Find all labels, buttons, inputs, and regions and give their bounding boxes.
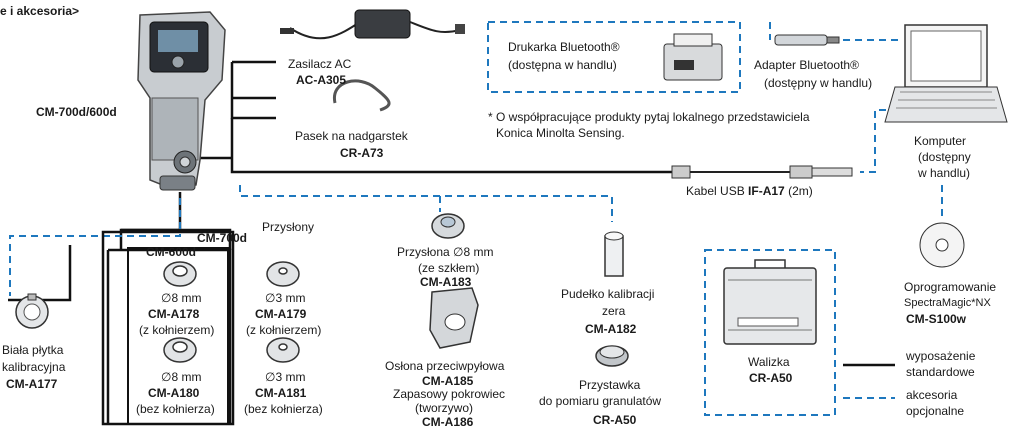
cm600d-group-label: CM-600d: [146, 245, 197, 259]
aperture-1-size: ∅8 mm: [161, 291, 202, 305]
legend-standard-line-1: wyposażenie: [906, 349, 976, 363]
glass-aperture-note: (ze szkłem): [418, 261, 480, 275]
glass-aperture-name: Przysłona ∅8 mm: [397, 245, 494, 259]
bt-adapter-illustration: [774, 34, 840, 46]
granular-line-2: do pomiaru granulatów: [539, 394, 662, 408]
granular-line-1: Przystawka: [579, 378, 641, 392]
aperture-4-code: CM-A181: [255, 386, 307, 400]
computer-line-3: w handlu): [918, 166, 971, 180]
bt-adapter-availability: (dostępny w handlu): [764, 76, 873, 90]
bt-adapter-name: Adapter Bluetooth®: [754, 58, 859, 72]
zero-box-line-2: zera: [602, 304, 626, 318]
note-line-2: Konica Minolta Sensing.: [496, 126, 625, 140]
aperture-2-code: CM-A179: [255, 307, 307, 321]
ac-adapter-name: Zasilacz AC: [288, 57, 352, 71]
spare-cover-line-1: Zapasowy pokrowiec: [393, 387, 506, 401]
legend-optional-line-1: akcesoria: [906, 388, 958, 402]
usb-cable-suffix: (2m): [788, 184, 813, 198]
zero-box-illustration: [604, 231, 624, 277]
spare-cover-code: CM-A186: [422, 415, 474, 429]
carrying-case-illustration: [723, 259, 817, 345]
dust-cover-code: CM-A185: [422, 374, 474, 388]
software-product: SpectraMagic*NX: [904, 297, 991, 309]
legend-optional-line-2: opcjonalne: [906, 404, 965, 418]
usb-cable-code: IF-A17: [748, 184, 785, 198]
aperture-3-note: (bez kołnierza): [136, 402, 215, 416]
dust-cover-name: Osłona przeciwpyłowa: [385, 359, 505, 373]
ac-adapter-illustration: [280, 9, 465, 40]
white-plate-code: CM-A177: [6, 377, 58, 391]
software-disc-illustration: [919, 222, 965, 268]
aperture-4-note: (bez kołnierza): [244, 402, 323, 416]
case-code: CR-A50: [749, 371, 793, 385]
usb-cable-label: Kabel USB IF-A17 (2m): [686, 184, 813, 198]
aperture-illustrations: [163, 261, 300, 363]
glass-aperture-illustration: [431, 213, 465, 239]
aperture-3-code: CM-A180: [148, 386, 200, 400]
aperture-1-code: CM-A178: [148, 307, 200, 321]
zero-box-line-1: Pudełko kalibracji: [561, 287, 655, 301]
spare-cover-line-2: (tworzywo): [415, 401, 474, 415]
bt-printer-name: Drukarka Bluetooth®: [508, 40, 620, 54]
usb-cable-illustration: [671, 165, 853, 179]
wrist-strap-name: Pasek na nadgarstek: [295, 129, 408, 143]
zero-box-code: CM-A182: [585, 322, 637, 336]
glass-aperture-code: CM-A183: [420, 275, 472, 289]
dust-cover-illustration: [429, 287, 479, 349]
wrist-strap-illustration: [333, 79, 391, 112]
computer-name: Komputer: [914, 134, 967, 148]
usb-cable-prefix: Kabel USB: [686, 184, 745, 198]
apertures-heading: Przysłony: [262, 220, 315, 234]
device-name: CM-700d/600d: [36, 105, 117, 119]
granular-attachment-illustration: [595, 345, 629, 367]
white-plate-line-2: kalibracyjna: [2, 360, 66, 374]
aperture-1-note: (z kołnierzem): [139, 323, 215, 337]
wrist-strap-code: CR-A73: [340, 146, 384, 160]
laptop-illustration: [884, 24, 1008, 123]
note-line-1: * O współpracujące produkty pytaj lokaln…: [488, 110, 810, 124]
cm600d-group-border: [127, 247, 229, 425]
ac-adapter-code: AC-A305: [296, 73, 347, 87]
aperture-2-note: (z kołnierzem): [246, 323, 322, 337]
bt-printer-illustration: [663, 33, 723, 81]
white-plate-line-1: Biała płytka: [2, 343, 64, 357]
granular-code: CR-A50: [593, 413, 637, 427]
aperture-3-size: ∅8 mm: [161, 370, 202, 384]
cm700d-group-label: CM-700d: [197, 231, 248, 245]
bt-printer-availability: (dostępna w handlu): [508, 58, 617, 72]
aperture-2-size: ∅3 mm: [265, 291, 306, 305]
computer-line-2: (dostępny: [918, 150, 971, 164]
spectrophotometer-device: [137, 11, 226, 191]
software-name: Oprogramowanie: [904, 280, 997, 294]
case-name: Walizka: [748, 355, 790, 369]
software-code: CM-S100w: [906, 312, 967, 326]
white-plate-illustration: [15, 293, 49, 329]
page-title: e i akcesoria>: [0, 4, 80, 18]
aperture-4-size: ∅3 mm: [265, 370, 306, 384]
legend-standard-line-2: standardowe: [906, 365, 975, 379]
